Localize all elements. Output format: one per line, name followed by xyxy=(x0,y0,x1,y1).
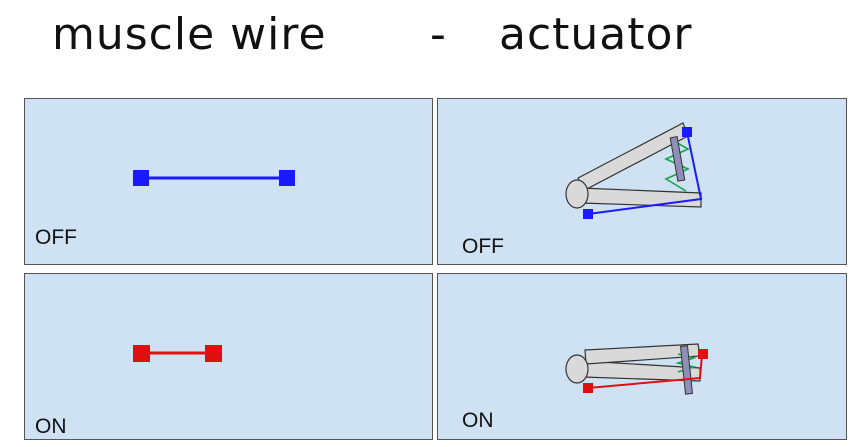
wire-end-left xyxy=(133,345,150,362)
panel-actuator-off: OFF xyxy=(437,98,847,265)
muscle-wire-contracted xyxy=(587,354,703,389)
panel-wire-off: OFF xyxy=(24,98,433,265)
wire-end-right xyxy=(205,345,222,362)
panel-wire-on: ON xyxy=(24,273,433,440)
guide-bolt xyxy=(669,136,686,182)
page-title: muscle wire - actuator xyxy=(52,4,812,66)
wire-end-top xyxy=(698,349,708,359)
wire-end-top xyxy=(682,127,692,137)
muscle-wire-relaxed xyxy=(587,131,703,215)
wire-end-right xyxy=(279,170,295,186)
wire-off-diagram xyxy=(133,170,295,186)
title-separator: - xyxy=(430,9,447,60)
actuator-on-diagram xyxy=(565,343,708,395)
wire-on-diagram xyxy=(133,345,222,362)
pivot-joint xyxy=(565,179,589,209)
wire-end-bottom xyxy=(583,209,593,219)
state-label-on: ON xyxy=(35,415,67,438)
guide-bolt xyxy=(679,345,694,395)
title-left: muscle wire xyxy=(52,9,327,60)
state-label-off: OFF xyxy=(35,226,77,249)
lower-arm xyxy=(580,187,702,208)
wire-end-bottom xyxy=(583,383,593,393)
panel-actuator-on: ON xyxy=(437,273,847,440)
wire-end-left xyxy=(133,170,149,186)
pivot-joint xyxy=(565,354,589,384)
title-right: actuator xyxy=(499,9,693,60)
state-label-off: OFF xyxy=(462,235,504,258)
state-label-on: ON xyxy=(462,409,494,432)
actuator-off-diagram xyxy=(565,122,703,219)
